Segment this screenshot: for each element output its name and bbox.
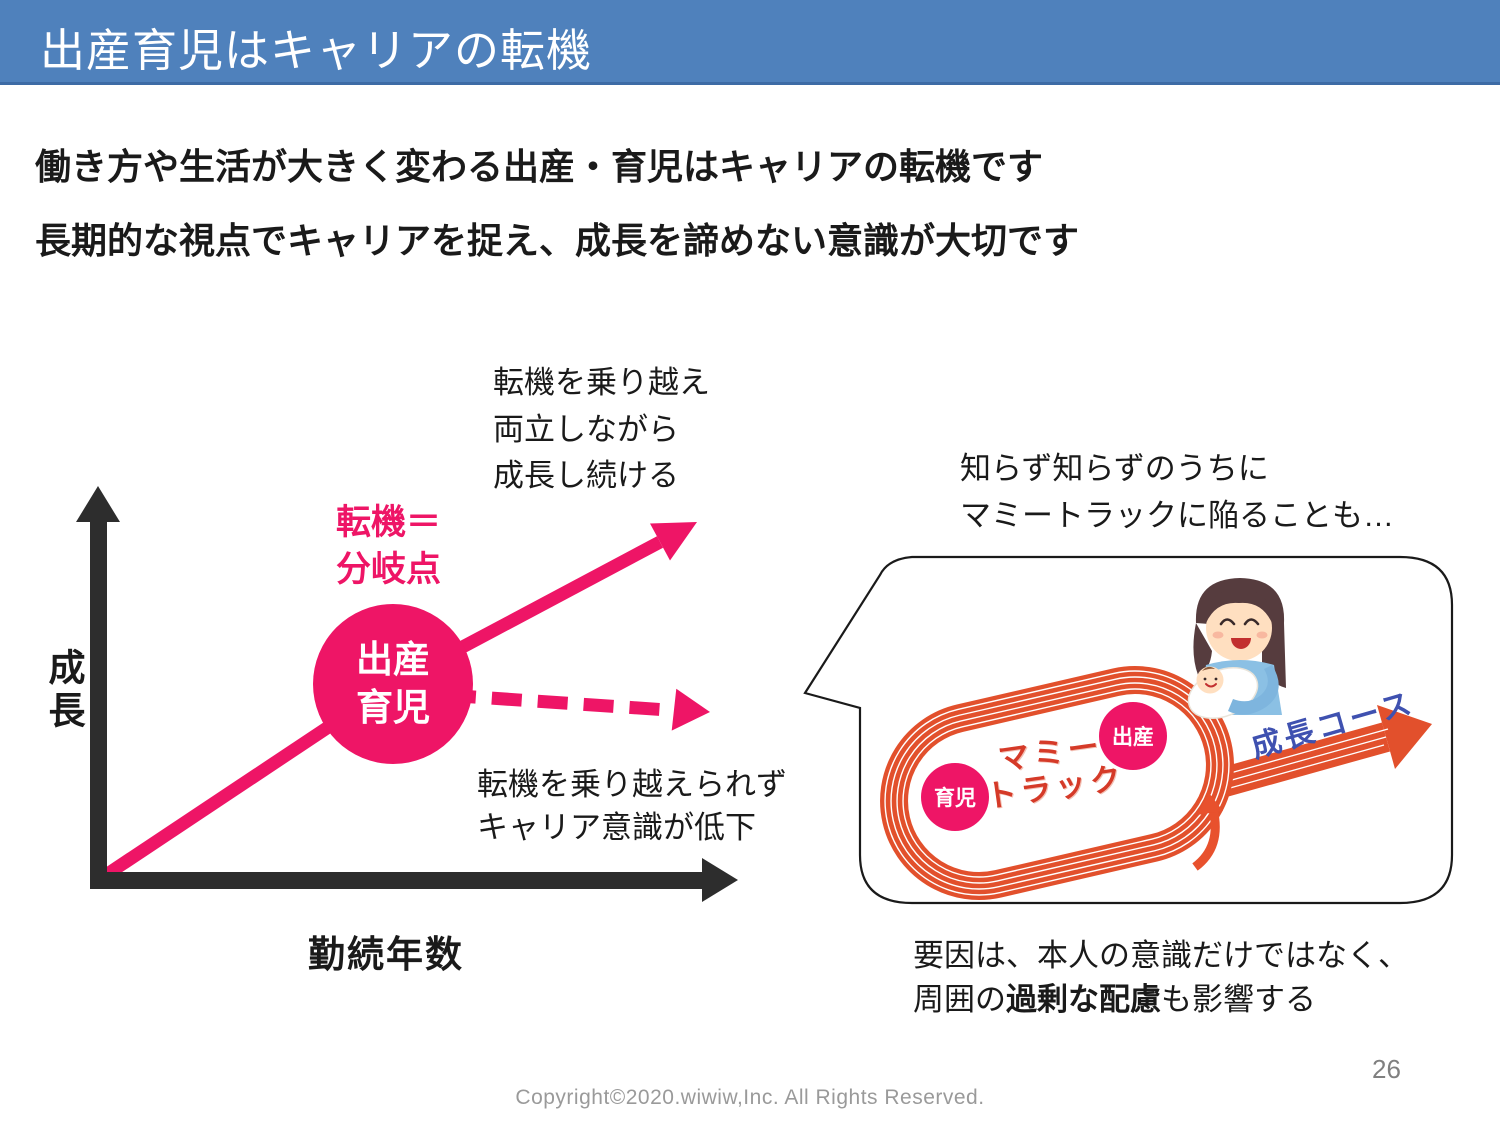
y-axis	[90, 518, 107, 889]
birth-badge: 出産	[1099, 702, 1167, 770]
x-axis-label: 勤続年数	[308, 934, 464, 975]
decline-label: 転機を乗り越えられず キャリア意識が低下	[477, 767, 787, 845]
mother-baby-illustration	[1187, 578, 1286, 719]
x-axis-arrow-icon	[702, 858, 738, 902]
y-axis-arrow-icon	[76, 486, 120, 522]
birth-childcare-node: 出産 育児	[313, 604, 473, 764]
intro-line-2: 長期的な視点でキャリアを捉え、成長を諦めない意識が大切です	[35, 220, 1080, 261]
factor-line2-bold: 過剰な配慮	[1006, 982, 1161, 1018]
factor-line1: 要因は、本人の意識だけではなく、	[913, 938, 1409, 973]
decline-arrow-head-icon	[671, 688, 710, 731]
header-bar	[0, 0, 1500, 85]
branch-point-label: 転機＝ 分岐点	[336, 503, 442, 589]
overcome-label: 転機を乗り越え 両立しながら 成長し続ける	[493, 365, 710, 493]
factor-line2-post: も影響する	[1161, 982, 1316, 1018]
factor-line2-pre: 周囲の	[913, 982, 1006, 1018]
factor-text: 要因は、本人の意識だけではなく、 周囲の過剰な配慮も影響する	[913, 934, 1409, 1022]
page-title: 出産育児はキャリアの転機	[40, 25, 593, 76]
page-number: 26	[1372, 1054, 1401, 1084]
intro-line-1: 働き方や生活が大きく変わる出産・育児はキャリアの転機です	[35, 146, 1044, 187]
y-axis-label: 成長	[43, 648, 84, 734]
escape-arrow-icon	[1192, 793, 1223, 871]
x-axis	[90, 872, 704, 889]
copyright: Copyright©2020.wiwiw,Inc. All Rights Res…	[515, 1086, 985, 1109]
childcare-badge: 育児	[921, 763, 989, 831]
mommy-track-caption: 知らず知らずのうちに マミートラックに陥ることも…	[960, 451, 1394, 533]
growth-arrow-head-icon	[650, 522, 697, 561]
